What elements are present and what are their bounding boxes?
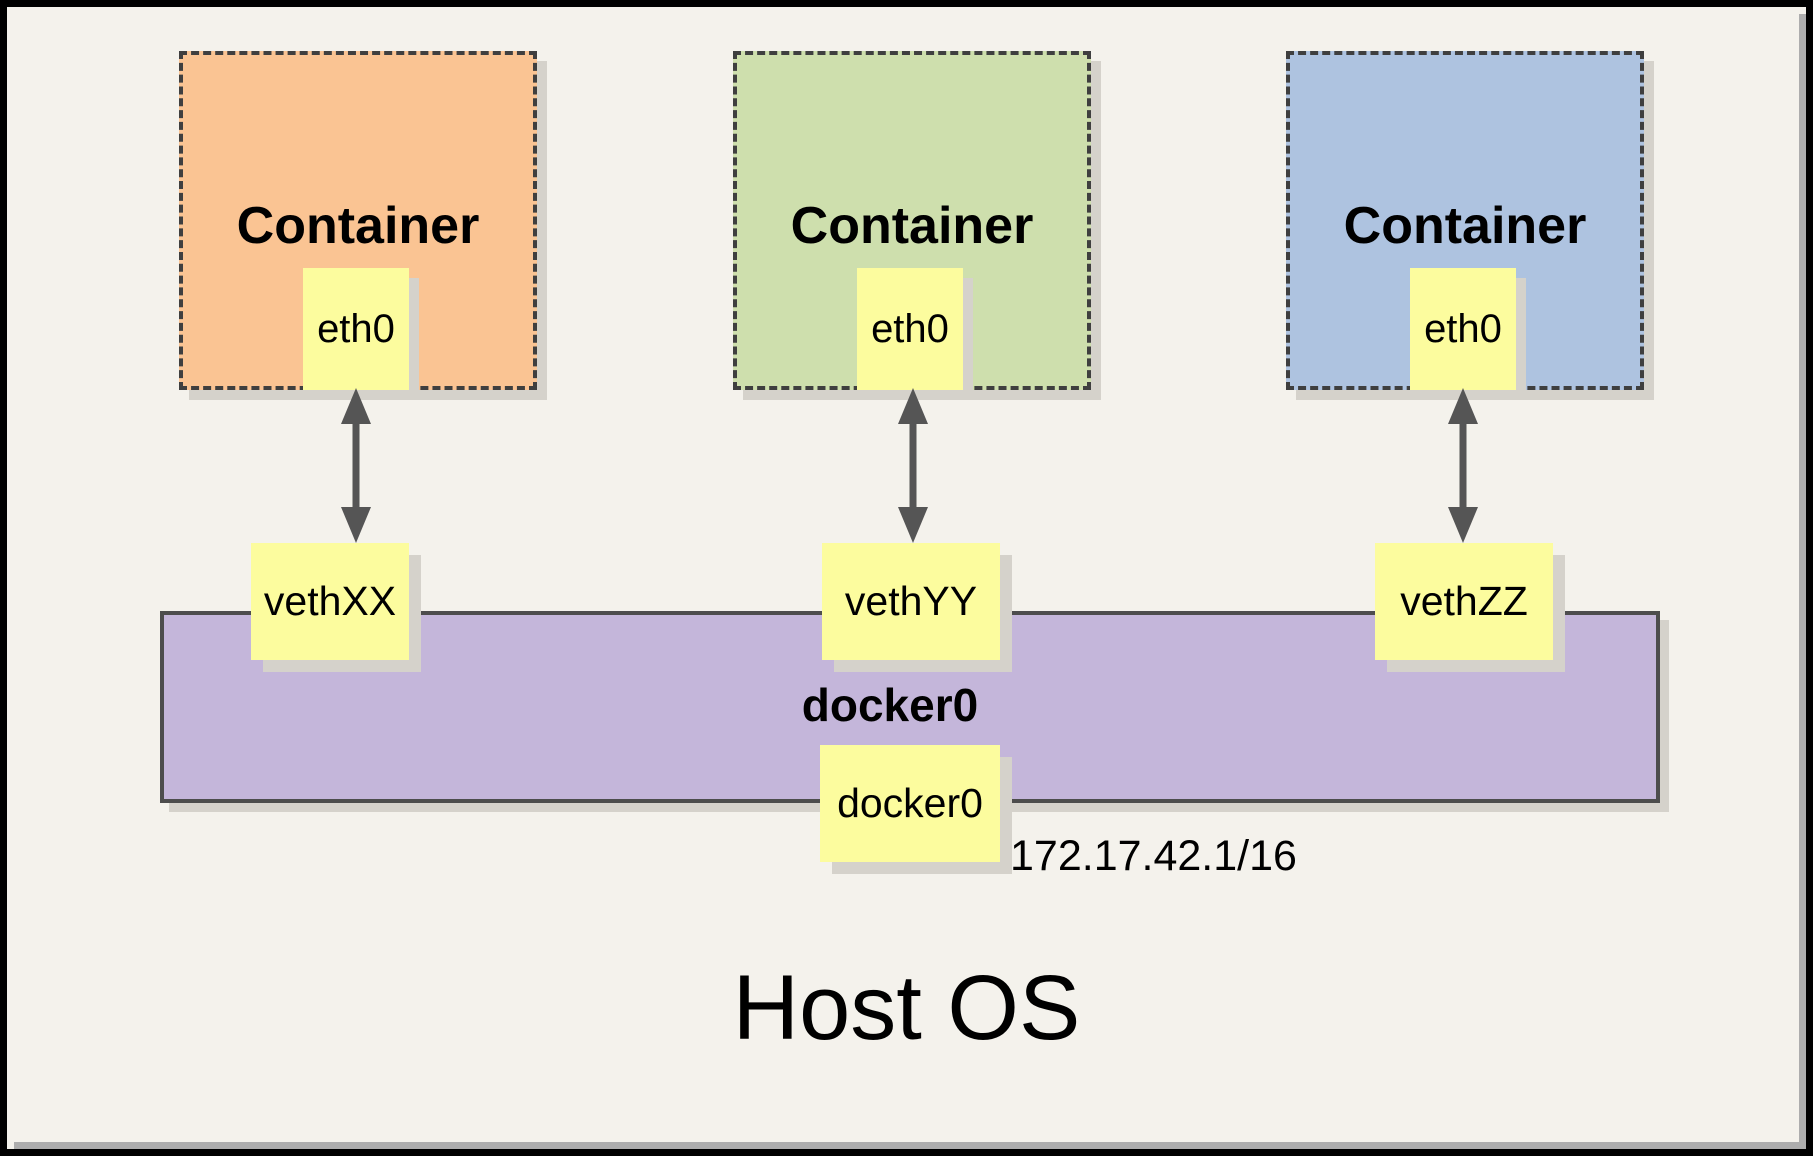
- veth-label: vethXX: [263, 578, 397, 624]
- double-headed-arrow-icon: [898, 388, 928, 543]
- container-box-2: Container eth0: [733, 51, 1091, 390]
- veth-interface-box-2: vethYY: [822, 543, 1000, 660]
- double-headed-arrow-icon: [1448, 388, 1478, 543]
- docker0-interface-box: docker0: [820, 745, 1000, 862]
- container-box-3: Container eth0: [1286, 51, 1644, 390]
- eth0-label: eth0: [317, 306, 395, 351]
- eth0-interface-box-3: eth0: [1410, 268, 1516, 390]
- container-label: Container: [790, 197, 1034, 255]
- veth-interface-box-3: vethZZ: [1375, 543, 1553, 660]
- eth0-interface-box-2: eth0: [857, 268, 963, 390]
- veth-label: vethZZ: [1400, 578, 1528, 624]
- veth-label: vethYY: [844, 578, 978, 624]
- veth-interface-box-1: vethXX: [251, 543, 409, 660]
- eth0-label: eth0: [871, 306, 949, 351]
- host-os-label: Host OS: [732, 957, 1081, 1059]
- double-headed-arrow-icon: [341, 388, 371, 543]
- docker0-interface-label: docker0: [837, 780, 983, 826]
- eth0-label: eth0: [1424, 306, 1502, 351]
- docker0-bridge-label: docker0: [801, 679, 979, 731]
- frame-shadow: [14, 1142, 1806, 1149]
- container-label: Container: [1343, 197, 1587, 255]
- container-label: Container: [236, 197, 480, 255]
- frame-shadow: [1799, 14, 1806, 1149]
- eth0-interface-box-1: eth0: [303, 268, 409, 390]
- bridge-ip-label: 172.17.42.1/16: [1010, 832, 1297, 880]
- container-box-1: Container eth0: [179, 51, 537, 390]
